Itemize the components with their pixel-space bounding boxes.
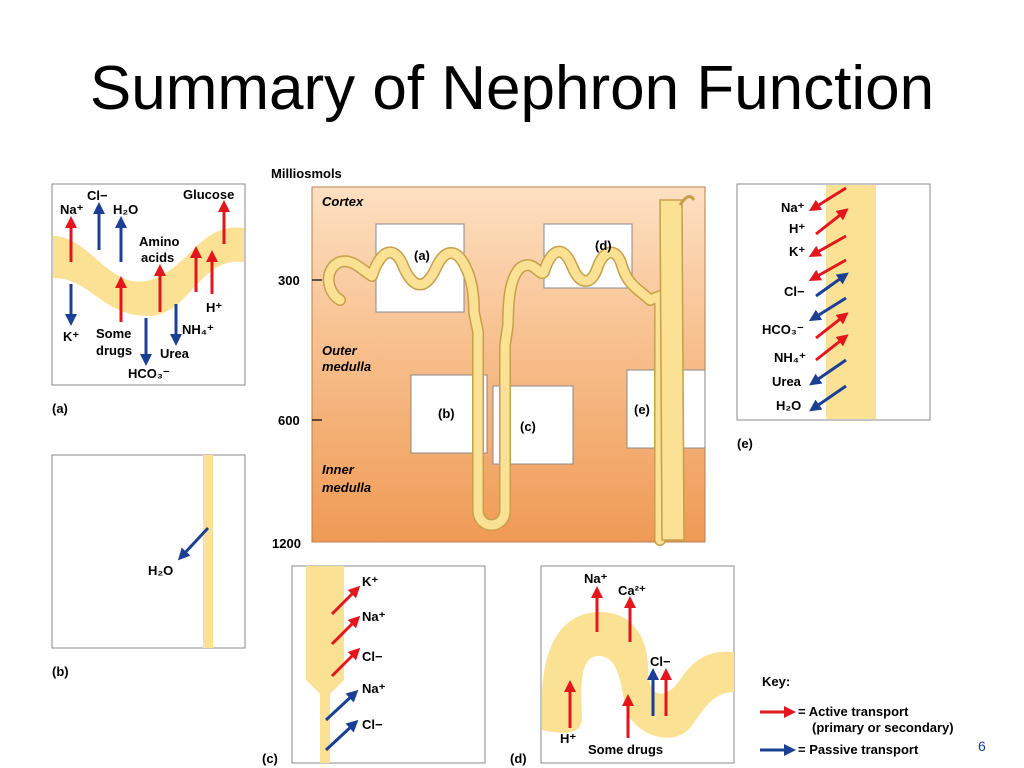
panel-d-tubule (542, 612, 734, 738)
arrow-h2o (809, 384, 847, 412)
label-glucose: Glucose (183, 187, 234, 202)
panel-c: K⁺ Na⁺ Cl− Na⁺ Cl− (c) (262, 565, 486, 766)
label-ca: Ca²⁺ (618, 583, 646, 598)
page-number: 6 (978, 738, 986, 754)
label-k: K⁺ (362, 574, 378, 589)
axis-title: Milliosmols (271, 166, 342, 181)
panel-c-tubule (306, 566, 344, 763)
label-drugs: drugs (96, 343, 132, 358)
panel-a: Cl− Na⁺ H₂O Glucose Amino acids H⁺ NH₄⁺ … (51, 183, 246, 416)
label-cl-2: Cl− (362, 717, 383, 732)
arrow-urea (809, 358, 847, 386)
label-cl: Cl− (362, 649, 383, 664)
panel-e-tubule (826, 185, 876, 419)
label-cl: Cl− (650, 654, 671, 669)
label-some-drugs: Some drugs (588, 742, 663, 757)
box-label-c: (c) (520, 419, 536, 434)
arrow-cl (330, 647, 361, 678)
label-nh4: NH₄⁺ (774, 350, 806, 365)
box-label-a: (a) (414, 248, 430, 263)
region-outer: Outer (322, 343, 358, 358)
center-nephron: Milliosmols 300 600 1200 Cortex Outer me… (271, 166, 706, 551)
panel-d: Na⁺ Ca²⁺ Cl− H⁺ Some drugs (d) (510, 565, 735, 766)
osmolarity-axis: 300 600 1200 (272, 273, 322, 551)
label-na: Na⁺ (362, 609, 386, 624)
nephron-tubule-lumen (324, 247, 665, 545)
collecting-duct (659, 199, 685, 541)
label-acids: acids (141, 250, 174, 265)
label-some: Some (96, 326, 131, 341)
label-h2o: H₂O (113, 202, 138, 217)
panel-b-caption: (b) (52, 664, 69, 679)
panel-e-caption: (e) (737, 436, 753, 451)
box-label-d: (d) (595, 238, 612, 253)
arrow-na-passive (324, 689, 359, 722)
region-inner-medulla: medulla (322, 480, 371, 495)
label-h2o: H₂O (148, 563, 173, 578)
tick-label-300: 300 (278, 273, 300, 288)
region-outer-medulla: medulla (322, 359, 371, 374)
label-h: H⁺ (560, 731, 576, 746)
arrow-k (330, 585, 361, 616)
label-na: Na⁺ (781, 200, 805, 215)
box-label-e: (e) (634, 402, 650, 417)
legend-active-sublabel: (primary or secondary) (812, 720, 954, 735)
arrow-na (808, 186, 847, 212)
arrow-cl (815, 272, 849, 298)
label-h2o: H₂O (776, 398, 801, 413)
panel-a-caption: (a) (52, 401, 68, 416)
box-label-b: (b) (438, 406, 455, 421)
tick-label-600: 600 (278, 413, 300, 428)
panel-c-caption: (c) (262, 751, 278, 766)
collecting-duct-branch (678, 195, 696, 206)
region-cortex: Cortex (322, 194, 364, 209)
label-urea: Urea (772, 374, 802, 389)
label-k: K⁺ (63, 329, 79, 344)
label-hco3: HCO₃⁻ (128, 366, 170, 381)
label-hco3: HCO₃⁻ (762, 322, 804, 337)
label-nh4: NH₄⁺ (182, 322, 214, 337)
panel-e: Na⁺ H⁺ K⁺ Cl− HCO₃⁻ NH₄⁺ Urea H₂O (e) (736, 183, 931, 451)
label-k: K⁺ (789, 244, 805, 259)
label-cl: Cl− (784, 284, 805, 299)
legend-passive-label: = Passive transport (798, 742, 919, 757)
region-inner: Inner (322, 462, 355, 477)
arrow-h (815, 208, 849, 236)
panel-d-caption: (d) (510, 751, 527, 766)
box-a (375, 223, 465, 313)
arrow-cl-passive (324, 719, 359, 752)
arrow-k-2 (808, 258, 847, 281)
label-h: H⁺ (206, 300, 222, 315)
tick-label-1200: 1200 (272, 536, 301, 551)
arrow-k (808, 234, 847, 257)
legend-active-label: = Active transport (798, 704, 909, 719)
arrow-h2o (177, 526, 210, 561)
label-na-2: Na⁺ (362, 681, 386, 696)
panel-b-tubule (203, 455, 213, 648)
arrow-na (330, 615, 361, 646)
label-amino: Amino (139, 234, 180, 249)
label-na: Na⁺ (60, 202, 84, 217)
label-urea: Urea (160, 346, 190, 361)
arrow-nh4 (815, 334, 849, 362)
label-h: H⁺ (789, 221, 805, 236)
arrow-hco3-active (815, 312, 849, 340)
panel-b: H₂O (b) (51, 454, 246, 679)
arrow-hco3 (808, 296, 847, 322)
legend: Key: = Active transport (primary or seco… (760, 674, 954, 757)
slide-title: Summary of Nephron Function (89, 54, 935, 123)
label-cl: Cl− (87, 188, 108, 203)
legend-title: Key: (762, 674, 790, 689)
label-na: Na⁺ (584, 571, 608, 586)
